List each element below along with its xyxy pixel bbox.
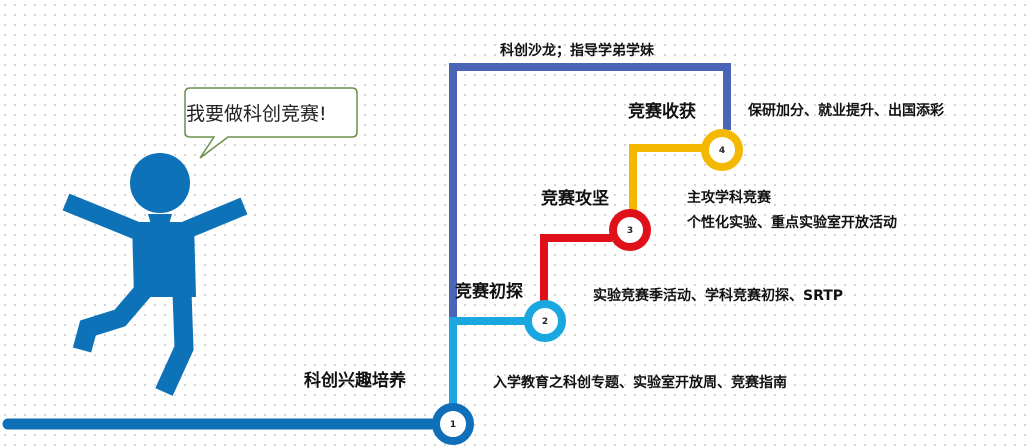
- stage-3-description-line-1: 主攻学科竞赛: [687, 190, 771, 206]
- stage-2-path: [449, 317, 526, 404]
- stage-3-path: [540, 234, 612, 302]
- milestone-1: 1: [432, 403, 474, 445]
- stage-1-description: 入学教育之科创专题、实验室开放周、竞赛指南: [493, 375, 787, 391]
- salon-loop-label: 科创沙龙；指导学弟学妹: [500, 43, 654, 59]
- milestone-4: 4: [701, 129, 743, 171]
- milestone-4-number: 4: [719, 146, 725, 156]
- salon-loop-path: [449, 63, 731, 320]
- milestone-1-number: 1: [450, 420, 456, 430]
- stage-2-title: 竞赛初探: [455, 282, 523, 302]
- milestone-3-number: 3: [627, 226, 633, 236]
- milestone-2-number: 2: [542, 317, 548, 327]
- jumping-person-icon: [62, 153, 248, 396]
- speech-bubble: [184, 87, 358, 159]
- speech-text: 我要做科创竞赛!: [186, 103, 327, 125]
- stage-4-description: 保研加分、就业提升、出国添彩: [748, 103, 944, 119]
- stage-4-title: 竞赛收获: [628, 102, 696, 122]
- stage-1-title: 科创兴趣培养: [304, 371, 406, 391]
- stage-2-description: 实验竞赛季活动、学科竞赛初探、SRTP: [593, 288, 844, 304]
- stage-3-title: 竞赛攻坚: [541, 189, 609, 209]
- milestone-2: 2: [524, 300, 566, 342]
- stage-3-description-line-2: 个性化实验、重点实验室开放活动: [687, 215, 897, 231]
- milestone-3: 3: [609, 209, 651, 251]
- stage-4-path: [629, 144, 704, 212]
